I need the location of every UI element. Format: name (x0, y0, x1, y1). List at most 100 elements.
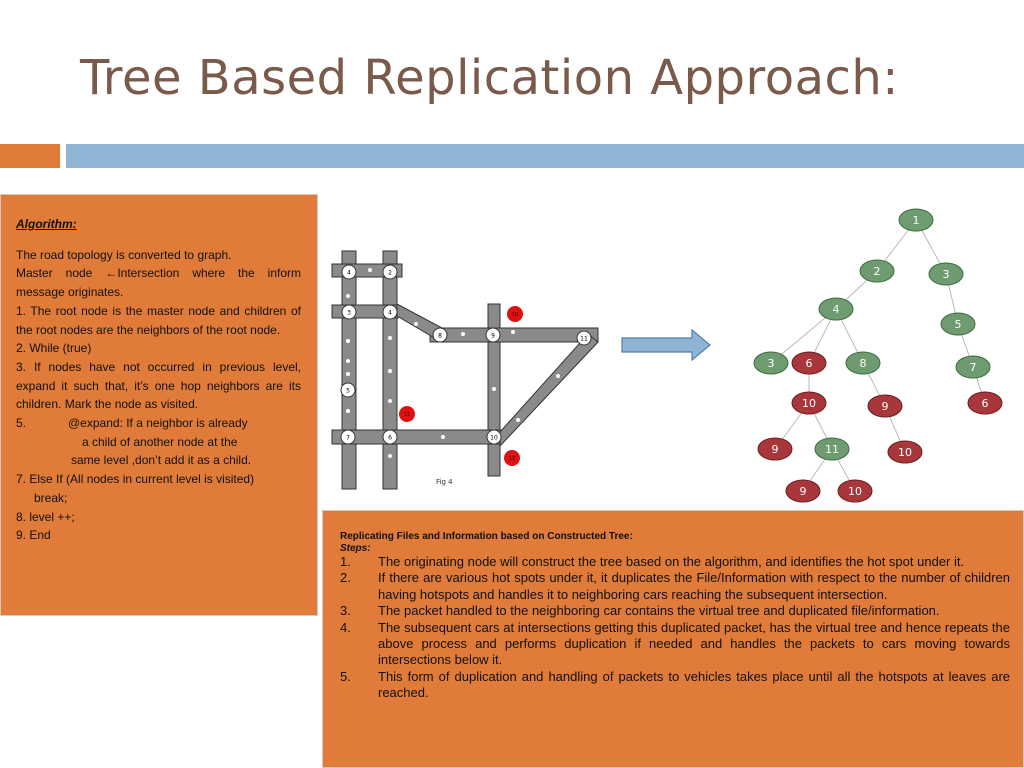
tree-node-label: 9 (882, 400, 889, 413)
road (429, 327, 599, 343)
algorithm-line: 8. level ++; (16, 509, 75, 524)
svg-text:10: 10 (512, 312, 518, 318)
step-item: 3. The packet handled to the neighboring … (340, 603, 1010, 619)
road-node: 8 (432, 327, 448, 343)
algorithm-step5-number: 5. (16, 416, 27, 431)
road-node: 2 (382, 264, 398, 280)
algorithm-step5: 5. @expand: If a neighbor is already (16, 414, 301, 433)
tree-node-label: 9 (800, 485, 807, 498)
steps-heading: Replicating Files and Information based … (340, 531, 633, 542)
algorithm-panel: Algorithm: The road topology is converte… (0, 194, 318, 616)
road-node: 4 (341, 264, 357, 280)
algorithm-line: 7. Else If (All nodes in current level i… (16, 472, 255, 487)
tree-node-label: 1 (913, 214, 920, 227)
svg-text:4: 4 (388, 310, 392, 317)
title-accent-bar (0, 144, 60, 168)
step-text: If there are various hot spots under it,… (378, 570, 1010, 602)
step-text: The originating node will construct the … (378, 554, 965, 569)
road-map: 4 2 3 4 8 9 11 (331, 250, 599, 490)
tree-node-label: 5 (955, 318, 962, 331)
tree-node-label: 7 (970, 361, 977, 374)
slide-title: Tree Based Replication Approach: (80, 50, 899, 106)
tree-node-hotspot: 9 (785, 479, 821, 503)
road-hotspot: 10 (507, 306, 523, 322)
road (499, 333, 599, 448)
tree-node-label: 10 (898, 446, 912, 459)
road-node: 3 (341, 304, 357, 320)
road (331, 429, 503, 445)
svg-text:2: 2 (388, 270, 392, 277)
tree-node: 3 (928, 262, 964, 286)
step-item: 5. This form of duplication and handling … (340, 669, 1010, 702)
steps-list: 1. The originating node will construct th… (340, 554, 1010, 702)
algorithm-step5-line: a child of another node at the (82, 434, 238, 449)
tree-node-label: 3 (768, 357, 775, 370)
algorithm-line: Master node ←Intersection where the info… (16, 266, 301, 300)
tree-node-label: 6 (982, 397, 989, 410)
tree-node-hotspot: 10 (791, 391, 827, 415)
tree-node-hotspot: 6 (791, 351, 827, 375)
tree-node-hotspot: 10 (887, 440, 923, 464)
road-node: 6 (382, 429, 398, 445)
title-divider-bar (66, 144, 1024, 168)
svg-text:3: 3 (347, 310, 351, 317)
diagram-area: 4 2 3 4 8 9 11 (318, 196, 1024, 508)
right-arrow-icon (621, 328, 711, 362)
algorithm-line: 9. End (16, 528, 51, 543)
steps-text: Replicating Files and Information based … (340, 531, 1010, 702)
step-number: 5. (340, 668, 351, 684)
svg-text:9: 9 (491, 333, 495, 340)
tree-node: 11 (814, 437, 850, 461)
tree-node-label: 10 (802, 397, 816, 410)
tree-node-label: 2 (874, 265, 881, 278)
tree-node-label: 8 (860, 357, 867, 370)
tree-node: 5 (940, 312, 976, 336)
steps-panel: Replicating Files and Information based … (322, 510, 1024, 768)
tree-node-label: 4 (833, 303, 840, 316)
svg-text:11: 11 (580, 336, 588, 343)
step-text: The packet handled to the neighboring ca… (378, 603, 940, 619)
road-node: 7 (340, 429, 356, 445)
algorithm-line: The road topology is converted to graph. (16, 247, 232, 262)
svg-text:10: 10 (490, 435, 498, 442)
svg-text:12: 12 (509, 456, 515, 462)
tree-node-label: 9 (772, 443, 779, 456)
svg-text:8: 8 (438, 333, 442, 340)
tree-node-label: 10 (848, 485, 862, 498)
svg-text:4: 4 (347, 270, 351, 277)
road-markers (346, 268, 560, 458)
algorithm-line: 1. The root node is the master node and … (16, 303, 301, 337)
fig-label: Fig 4 (436, 478, 453, 486)
tree-node: 4 (818, 297, 854, 321)
step-number: 3. (340, 603, 351, 619)
road-hotspot: 11 (399, 406, 415, 422)
road-hotspot: 12 (504, 450, 520, 466)
tree-node: 7 (955, 355, 991, 379)
tree-node-hotspot: 9 (757, 437, 793, 461)
algorithm-step5-line: @expand: If a neighbor is already (68, 416, 248, 431)
tree-node: 1 (898, 208, 934, 232)
tree-node-label: 11 (825, 443, 839, 456)
tree-node-hotspot: 10 (837, 479, 873, 503)
replication-tree: 1 2 3 4 5 3 6 8 7 6 10 9 9 11 10 9 10 (753, 208, 1003, 503)
tree-node-label: 6 (806, 357, 813, 370)
step-text: This form of duplication and handling of… (378, 668, 1010, 701)
step-number: 2. (340, 570, 351, 586)
algorithm-line: 3. If nodes have not occurred in previou… (16, 359, 301, 412)
step-item: 2. If there are various hot spots under i… (340, 570, 1010, 603)
step-number: 4. (340, 619, 351, 635)
tree-node: 2 (859, 259, 895, 283)
tree-node-label: 3 (943, 268, 950, 281)
step-number: 1. (340, 554, 351, 569)
svg-text:7: 7 (346, 435, 350, 442)
tree-node: 3 (753, 351, 789, 375)
road-node: 5 (340, 382, 356, 398)
tree-node-hotspot: 6 (967, 391, 1003, 415)
road-node: 11 (576, 330, 592, 346)
step-item: 4.The subsequent cars at intersections g… (340, 620, 1010, 669)
algorithm-heading: Algorithm: (16, 217, 77, 231)
road-node: 9 (485, 327, 501, 343)
algorithm-step5-line: same level ,don’t add it as a child. (71, 453, 252, 468)
svg-text:11: 11 (404, 412, 410, 418)
road-node: 4 (382, 304, 398, 320)
